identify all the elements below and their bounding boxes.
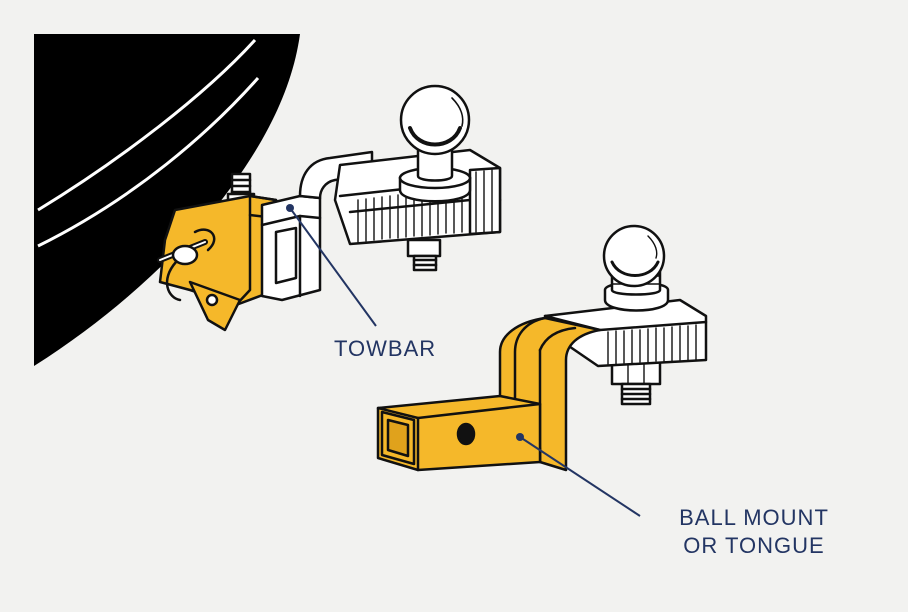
vehicle-bumper: [34, 34, 300, 366]
ball-mount-label-line2: OR TONGUE: [683, 533, 825, 558]
ball-mount-leader-dot: [516, 433, 524, 441]
ball-mount-tube: [376, 394, 542, 472]
towbar-ball: [398, 84, 472, 203]
towbar-stud: [406, 238, 442, 272]
towbar-leader-line: [289, 207, 377, 327]
towbar-leader-dot: [286, 204, 294, 212]
ball-mount-ball: [602, 224, 670, 312]
ball-mount-assembly: [376, 224, 708, 472]
towbar-assembly: [157, 84, 502, 332]
ball-mount-label: BALL MOUNT OR TONGUE: [664, 504, 844, 560]
receiver-housing: [158, 194, 278, 332]
leader-lines: [286, 204, 641, 517]
towbar-label: TOWBAR: [334, 336, 437, 361]
hitch-pin: [157, 228, 216, 302]
ball-mount-leader-line: [519, 436, 641, 517]
ball-mount-label-line1: BALL MOUNT: [679, 505, 829, 530]
